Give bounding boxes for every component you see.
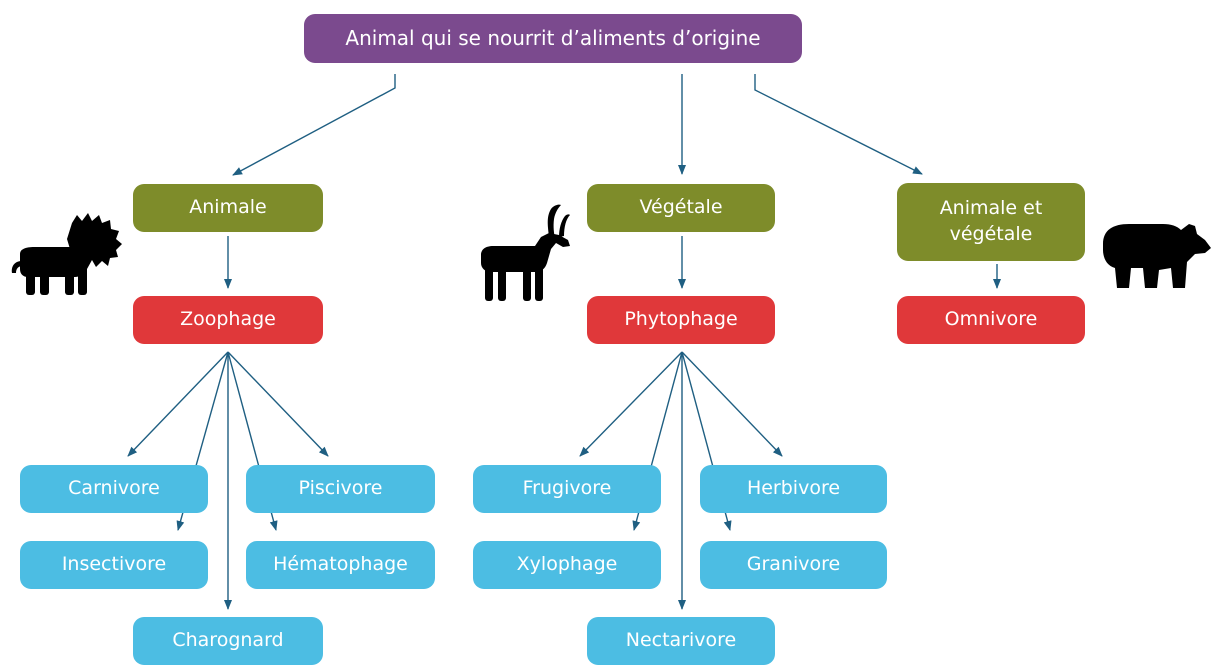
- leaf-node-nectarivore: Nectarivore: [587, 617, 775, 665]
- leaf-node-piscivore: Piscivore: [246, 465, 435, 513]
- leaf-node-frugivore: Frugivore: [473, 465, 661, 513]
- arrow-zoophage-to-carnivore: [127, 351, 229, 457]
- leaf-node-granivore: Granivore: [700, 541, 887, 589]
- regime-node-omnivore: Omnivore: [897, 296, 1085, 344]
- regime-label: Phytophage: [624, 308, 738, 331]
- arrow-zoophage-to-piscivore: [227, 351, 329, 457]
- source-node-vegetale: Végétale: [587, 184, 775, 232]
- leaf-node-hematophage: Hématophage: [246, 541, 435, 589]
- leaf-label: Herbivore: [746, 477, 841, 500]
- leaf-label: Nectarivore: [625, 629, 737, 652]
- leaf-node-charognard: Charognard: [133, 617, 323, 665]
- leaf-label: Frugivore: [522, 477, 612, 500]
- arrow-phytophage-to-frugivore: [579, 351, 683, 457]
- leaf-label: Hématophage: [273, 553, 408, 576]
- leaf-label: Granivore: [746, 553, 841, 576]
- arrow-phytophage-to-herbivore: [681, 351, 783, 457]
- arrow-root-to-animale: [232, 74, 396, 176]
- source-label: Végétale: [639, 196, 723, 219]
- leaf-node-carnivore: Carnivore: [20, 465, 208, 513]
- regime-label: Omnivore: [944, 308, 1038, 331]
- root-node: Animal qui se nourrit d’aliments d’origi…: [304, 14, 802, 63]
- regime-node-phytophage: Phytophage: [587, 296, 775, 344]
- source-node-animale-et-vegetale: Animale et végétale: [897, 183, 1085, 261]
- leaf-label: Piscivore: [298, 477, 383, 500]
- regime-node-zoophage: Zoophage: [133, 296, 323, 344]
- source-label: Animale et végétale: [939, 197, 1043, 245]
- leaf-label: Insectivore: [61, 553, 167, 576]
- lion-icon: [11, 213, 122, 295]
- leaf-node-xylophage: Xylophage: [473, 541, 661, 589]
- leaf-node-insectivore: Insectivore: [20, 541, 208, 589]
- leaf-label: Carnivore: [68, 477, 160, 500]
- arrow-root-to-animale-et-vegetale: [754, 74, 923, 175]
- root-label: Animal qui se nourrit d’aliments d’origi…: [345, 26, 761, 50]
- leaf-label: Xylophage: [516, 553, 618, 576]
- antelope-icon: [481, 204, 570, 301]
- source-node-animale: Animale: [133, 184, 323, 232]
- source-label: Animale: [189, 196, 267, 219]
- leaf-label: Charognard: [172, 629, 284, 652]
- bear-icon: [1103, 224, 1211, 288]
- leaf-node-herbivore: Herbivore: [700, 465, 887, 513]
- regime-label: Zoophage: [180, 308, 276, 331]
